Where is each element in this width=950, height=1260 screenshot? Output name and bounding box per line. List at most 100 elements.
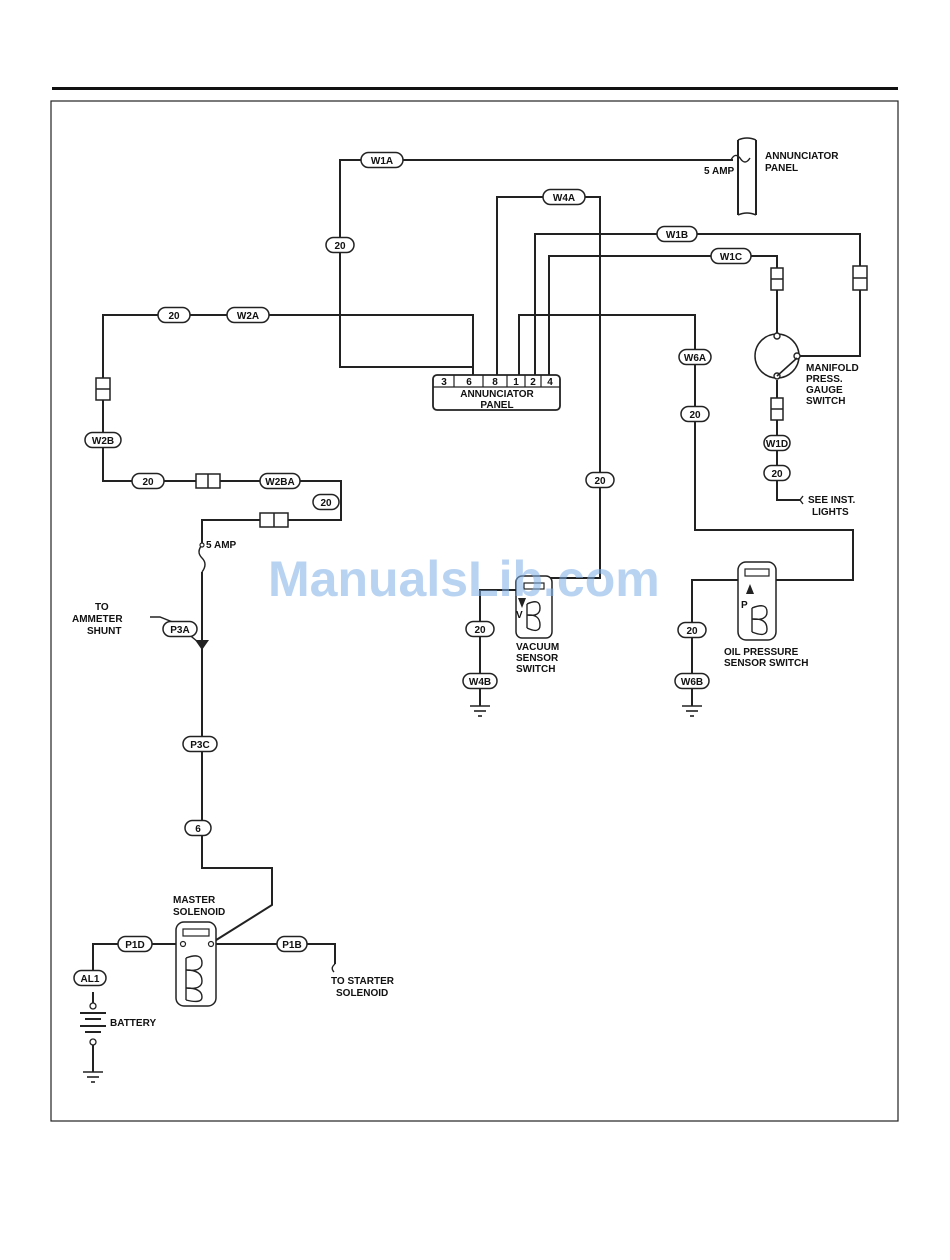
wire-tag-box xyxy=(674,672,710,690)
ammeter-label-3: SHUNT xyxy=(87,626,121,637)
watermark: ManualsLib.com xyxy=(268,551,660,607)
wire-tag-label: 20 xyxy=(320,498,332,509)
ammeter-label-2: AMMETER xyxy=(72,614,123,625)
starter-terminal xyxy=(331,963,336,973)
wire-tag-label: 20 xyxy=(142,477,154,488)
annunciator-pin: 2 xyxy=(530,377,536,388)
oil-pressure-sensor-switch xyxy=(737,561,777,641)
wire-tag-w2ba: W2BA xyxy=(259,472,301,490)
wire-tag-box xyxy=(182,735,218,753)
wire-tag-label: W4B xyxy=(469,677,491,688)
wire-tag-label: W1B xyxy=(666,230,688,241)
annunciator-top-label-2: PANEL xyxy=(765,163,798,174)
vacuum-label-1: VACUUM xyxy=(516,642,559,653)
battery-label: BATTERY xyxy=(110,1018,156,1029)
wire-tag-box xyxy=(542,188,586,206)
ground-icon xyxy=(470,705,490,717)
wire-p3 xyxy=(201,572,273,943)
fuse-top-label: 5 AMP xyxy=(704,166,735,177)
wire-tag-box xyxy=(677,621,707,639)
wire-w6a xyxy=(518,314,854,581)
wire-tag-w1b: W1B xyxy=(656,225,698,243)
wire-p1b xyxy=(213,943,336,964)
wire-tag-label: W6A xyxy=(684,353,706,364)
annunciator-top-label-1: ANNUNCIATOR xyxy=(765,151,839,162)
wire-tag-label: W1D xyxy=(766,439,788,450)
wire-tag-w4a: W4A xyxy=(542,188,586,206)
vacuum-sensor-switch xyxy=(515,575,553,639)
vacuum-label-2: SENSOR xyxy=(516,653,559,664)
starter-label-1: TO STARTER xyxy=(331,976,395,987)
wire-tag-w2a: W2A xyxy=(226,306,270,324)
master-label-1: MASTER xyxy=(173,895,216,906)
wire-tag-label: AL1 xyxy=(81,974,100,985)
wire-tag-w4b-gauge: 20 xyxy=(465,620,495,638)
wire-tag-box xyxy=(710,247,752,265)
wire-tag-box xyxy=(184,819,212,837)
wire-w1a xyxy=(339,159,733,368)
inst-lights-label-1: SEE INST. xyxy=(808,495,855,506)
manifold-label-4: SWITCH xyxy=(806,396,845,407)
wire-tag-label: W2BA xyxy=(265,477,294,488)
wire-tag-label: W1C xyxy=(720,252,742,263)
annunciator-pin: 4 xyxy=(547,377,553,388)
wire-tag-box xyxy=(131,472,165,490)
wire-tag-al1: AL1 xyxy=(73,969,107,987)
vacuum-v-label: V xyxy=(516,610,523,621)
ammeter-label-1: TO xyxy=(95,602,109,613)
wire-tag-box xyxy=(259,472,301,490)
wire-tag-label: P1D xyxy=(125,940,144,951)
wire-tag-box xyxy=(312,493,340,511)
wire-tag-label: 20 xyxy=(686,626,698,637)
wire-tag-label: 20 xyxy=(168,311,180,322)
wire-tag-box xyxy=(73,969,107,987)
wire-tag-box xyxy=(763,434,791,452)
inst-lights-label-2: LIGHTS xyxy=(812,507,849,518)
oil-label-1: OIL PRESSURE xyxy=(724,647,799,658)
wire-tag-w1a: W1A xyxy=(360,151,404,169)
wire-tag-w2ba-gauge: 20 xyxy=(312,493,340,511)
master-solenoid xyxy=(175,921,217,1007)
wire-tag-w1a-gauge: 20 xyxy=(325,236,355,254)
wire-tag-label: W2B xyxy=(92,436,114,447)
ground-icon xyxy=(682,705,702,717)
manifold-label-1: MANIFOLD xyxy=(806,363,859,374)
wire-tag-label: P3A xyxy=(170,625,189,636)
annunciator-pin: 3 xyxy=(441,377,447,388)
wire-tag-label: W2A xyxy=(237,311,259,322)
wire-tag-p1b: P1B xyxy=(276,935,308,953)
wire-tag-w6b-gauge: 20 xyxy=(677,621,707,639)
wire-tag-box xyxy=(360,151,404,169)
wire-w4a xyxy=(496,196,601,579)
wire-tag-p3a: P3A xyxy=(162,620,198,638)
wire-tag-box xyxy=(117,935,153,953)
wire-tag-w1c: W1C xyxy=(710,247,752,265)
wire-tag-label: 20 xyxy=(689,410,701,421)
wire-tag-label: 20 xyxy=(771,469,783,480)
wire-tag-label: 20 xyxy=(334,241,346,252)
battery-symbol xyxy=(80,992,106,1072)
wire-tag-label: 20 xyxy=(594,476,606,487)
annunciator-strip-top xyxy=(730,137,757,216)
wire-tag-p3c: P3C xyxy=(182,735,218,753)
wire-tag-label: 6 xyxy=(195,824,201,835)
wire-tag-box xyxy=(678,348,712,366)
wire-tag-box xyxy=(465,620,495,638)
wire-tag-label: 20 xyxy=(474,625,486,636)
master-label-2: SOLENOID xyxy=(173,907,225,918)
oil-label-2: SENSOR SWITCH xyxy=(724,658,808,669)
wire-tag-box xyxy=(276,935,308,953)
wire-w2a-w2b-w2ba xyxy=(102,314,474,545)
wire-w4b xyxy=(479,589,522,706)
wire-tag-w6a-gauge: 20 xyxy=(680,405,710,423)
wire-tag-w2a-gauge: 20 xyxy=(157,306,191,324)
wire-tag-p1d: P1D xyxy=(117,935,153,953)
wire-tag-label: P1B xyxy=(282,940,301,951)
vacuum-label-3: SWITCH xyxy=(516,664,555,675)
wire-tag-box xyxy=(325,236,355,254)
oil-p-label: P xyxy=(741,600,748,611)
fuse-left-label: 5 AMP xyxy=(206,540,237,551)
